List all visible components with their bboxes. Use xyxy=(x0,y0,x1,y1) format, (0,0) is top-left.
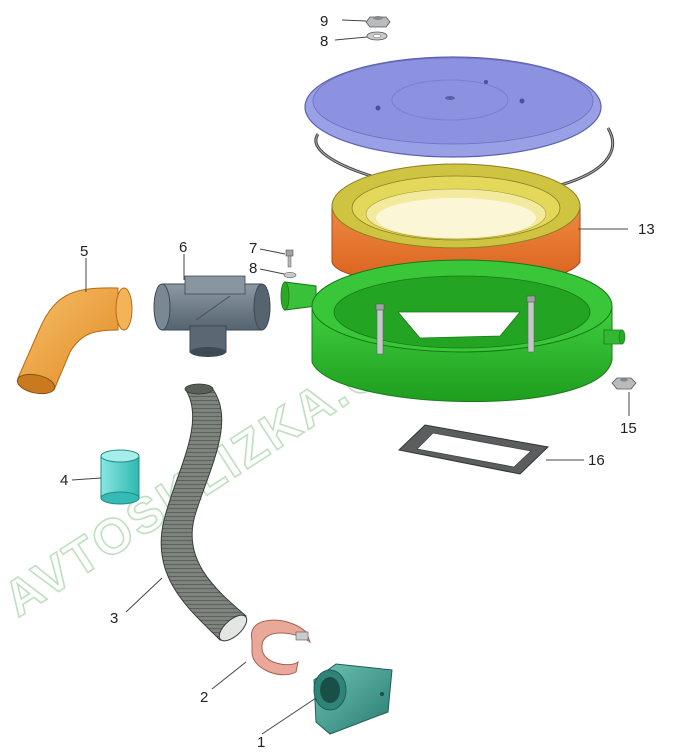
callout-10: 9 xyxy=(320,13,328,30)
bolt xyxy=(285,249,294,268)
rubber-coupling xyxy=(100,449,140,505)
callout-4: 4 xyxy=(60,472,68,489)
callout-13: 13 xyxy=(638,221,655,238)
callout-5: 5 xyxy=(80,243,88,260)
gasket xyxy=(397,424,550,475)
tee-pipe xyxy=(153,275,271,357)
elbow-pipe xyxy=(16,287,133,395)
corrugated-hose xyxy=(160,383,248,642)
callout-2: 2 xyxy=(200,689,208,706)
hose-clamp xyxy=(251,619,312,676)
nut-side xyxy=(611,377,637,390)
callout-3: 3 xyxy=(110,610,118,627)
washer-small xyxy=(283,272,297,278)
nut-top xyxy=(365,16,391,28)
leader-lines xyxy=(71,19,630,735)
callout-labels: 9 8 5 6 7 8 13 15 16 4 3 2 1 xyxy=(60,13,655,751)
callout-15: 15 xyxy=(620,420,637,437)
mounting-bracket xyxy=(313,663,393,735)
callout-6: 6 xyxy=(179,239,187,256)
washer-top xyxy=(366,31,388,41)
callout-1: 1 xyxy=(257,734,265,751)
callout-16: 16 xyxy=(588,452,605,469)
callout-7: 7 xyxy=(249,240,257,257)
filter-cover xyxy=(304,56,602,158)
callout-8: 8 xyxy=(249,260,257,277)
callout-9: 8 xyxy=(320,33,328,50)
filter-housing xyxy=(280,259,626,402)
